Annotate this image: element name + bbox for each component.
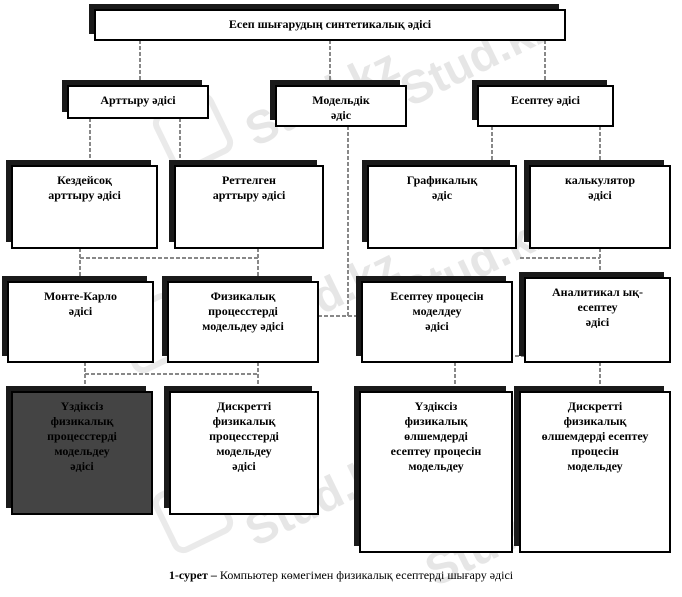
node-box [67,85,209,119]
node-box [529,165,671,249]
node-box [477,85,614,127]
figure-caption-label: 1-сурет – [168,568,217,582]
node-box [361,281,513,363]
node-box [94,9,566,41]
node-box [519,391,671,553]
node-box [524,277,671,363]
node-eseptey: Есептеу әдісі [472,80,614,127]
node-arttyru: Арттыру әдісі [62,80,209,119]
node-box [7,281,154,363]
node-root: Есеп шығарудың синтетикалық әдісі [89,4,566,41]
node-box [174,165,324,249]
figure-caption-text: Компьютер көмегімен физикалық есептерді … [216,568,514,582]
node-label: Есеп шығарудың синтетикалық әдісі [229,17,432,31]
node-box [11,391,153,515]
boxes: Есеп шығарудың синтетикалық әдісіАрттыру… [2,4,671,553]
node-label: Есептеу әдісі [511,93,581,107]
node-box [359,391,513,553]
node-box [275,85,407,127]
node-box [169,391,319,515]
node-box [11,165,158,249]
node-box [167,281,319,363]
node-box [367,165,517,249]
figure-caption: 1-сурет – Компьютер көмегімен физикалық … [0,568,682,583]
node-label: Арттыру әдісі [100,93,176,107]
